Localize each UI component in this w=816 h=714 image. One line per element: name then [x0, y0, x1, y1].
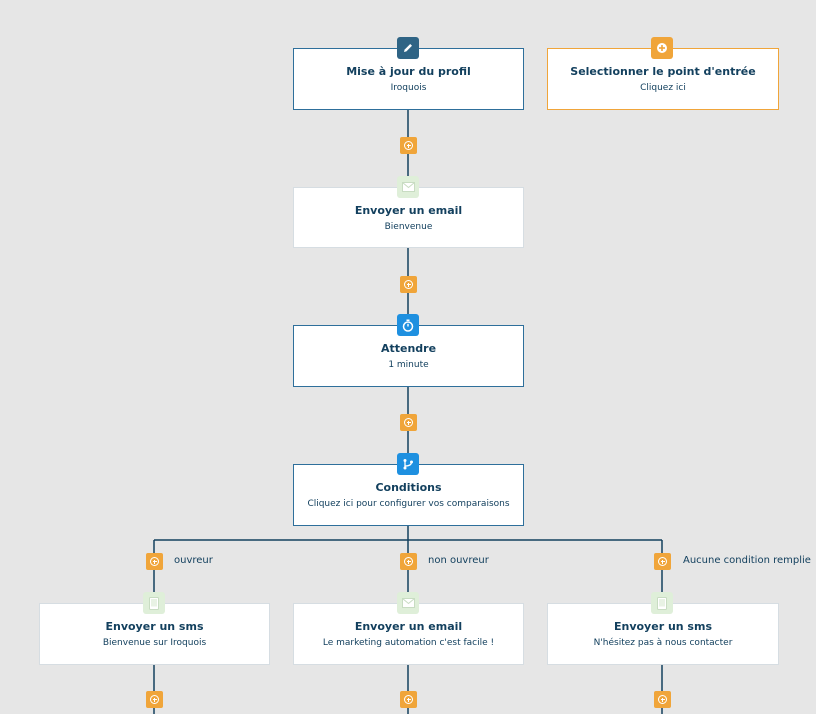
add-step-button-3[interactable] — [400, 414, 417, 431]
node-subtitle: Cliquez ici pour configurer vos comparai… — [307, 499, 510, 509]
add-step-button-middle-bottom[interactable] — [400, 691, 417, 708]
add-step-button-1[interactable] — [400, 137, 417, 154]
envelope-icon — [397, 592, 419, 614]
branch-label-middle: non ouvreur — [428, 555, 489, 566]
plus-circle-icon — [651, 37, 673, 59]
add-step-button-2[interactable] — [400, 276, 417, 293]
phone-icon — [143, 592, 165, 614]
node-subtitle: Le marketing automation c'est facile ! — [322, 638, 495, 648]
node-subtitle: 1 minute — [388, 360, 429, 370]
node-title: Conditions — [375, 481, 442, 494]
node-subtitle: Bienvenue sur Iroquois — [102, 638, 207, 648]
envelope-icon — [397, 176, 419, 198]
add-step-button-right-bottom[interactable] — [654, 691, 671, 708]
pencil-icon — [397, 37, 419, 59]
branch-icon — [397, 453, 419, 475]
node-title: Selectionner le point d'entrée — [570, 65, 756, 78]
phone-icon — [651, 592, 673, 614]
node-title: Envoyer un email — [354, 620, 463, 633]
node-subtitle: Cliquez ici — [640, 83, 686, 93]
node-title: Envoyer un sms — [613, 620, 712, 633]
add-step-button-right-branch[interactable] — [654, 553, 671, 570]
node-subtitle: N'hésitez pas à nous contacter — [593, 638, 733, 648]
node-subtitle: Iroquois — [390, 83, 427, 93]
node-title: Attendre — [380, 342, 437, 355]
node-title: Envoyer un email — [354, 204, 463, 217]
add-step-button-left-bottom[interactable] — [146, 691, 163, 708]
node-title: Envoyer un sms — [105, 620, 204, 633]
branch-label-left: ouvreur — [174, 555, 213, 566]
node-title: Mise à jour du profil — [346, 65, 471, 78]
add-step-button-left-branch[interactable] — [146, 553, 163, 570]
stopwatch-icon — [397, 314, 419, 336]
branch-label-right: Aucune condition remplie — [683, 555, 811, 566]
add-step-button-middle-branch[interactable] — [400, 553, 417, 570]
node-subtitle: Bienvenue — [384, 222, 433, 232]
node-entry-point[interactable]: Selectionner le point d'entrée Cliquez i… — [547, 48, 779, 110]
